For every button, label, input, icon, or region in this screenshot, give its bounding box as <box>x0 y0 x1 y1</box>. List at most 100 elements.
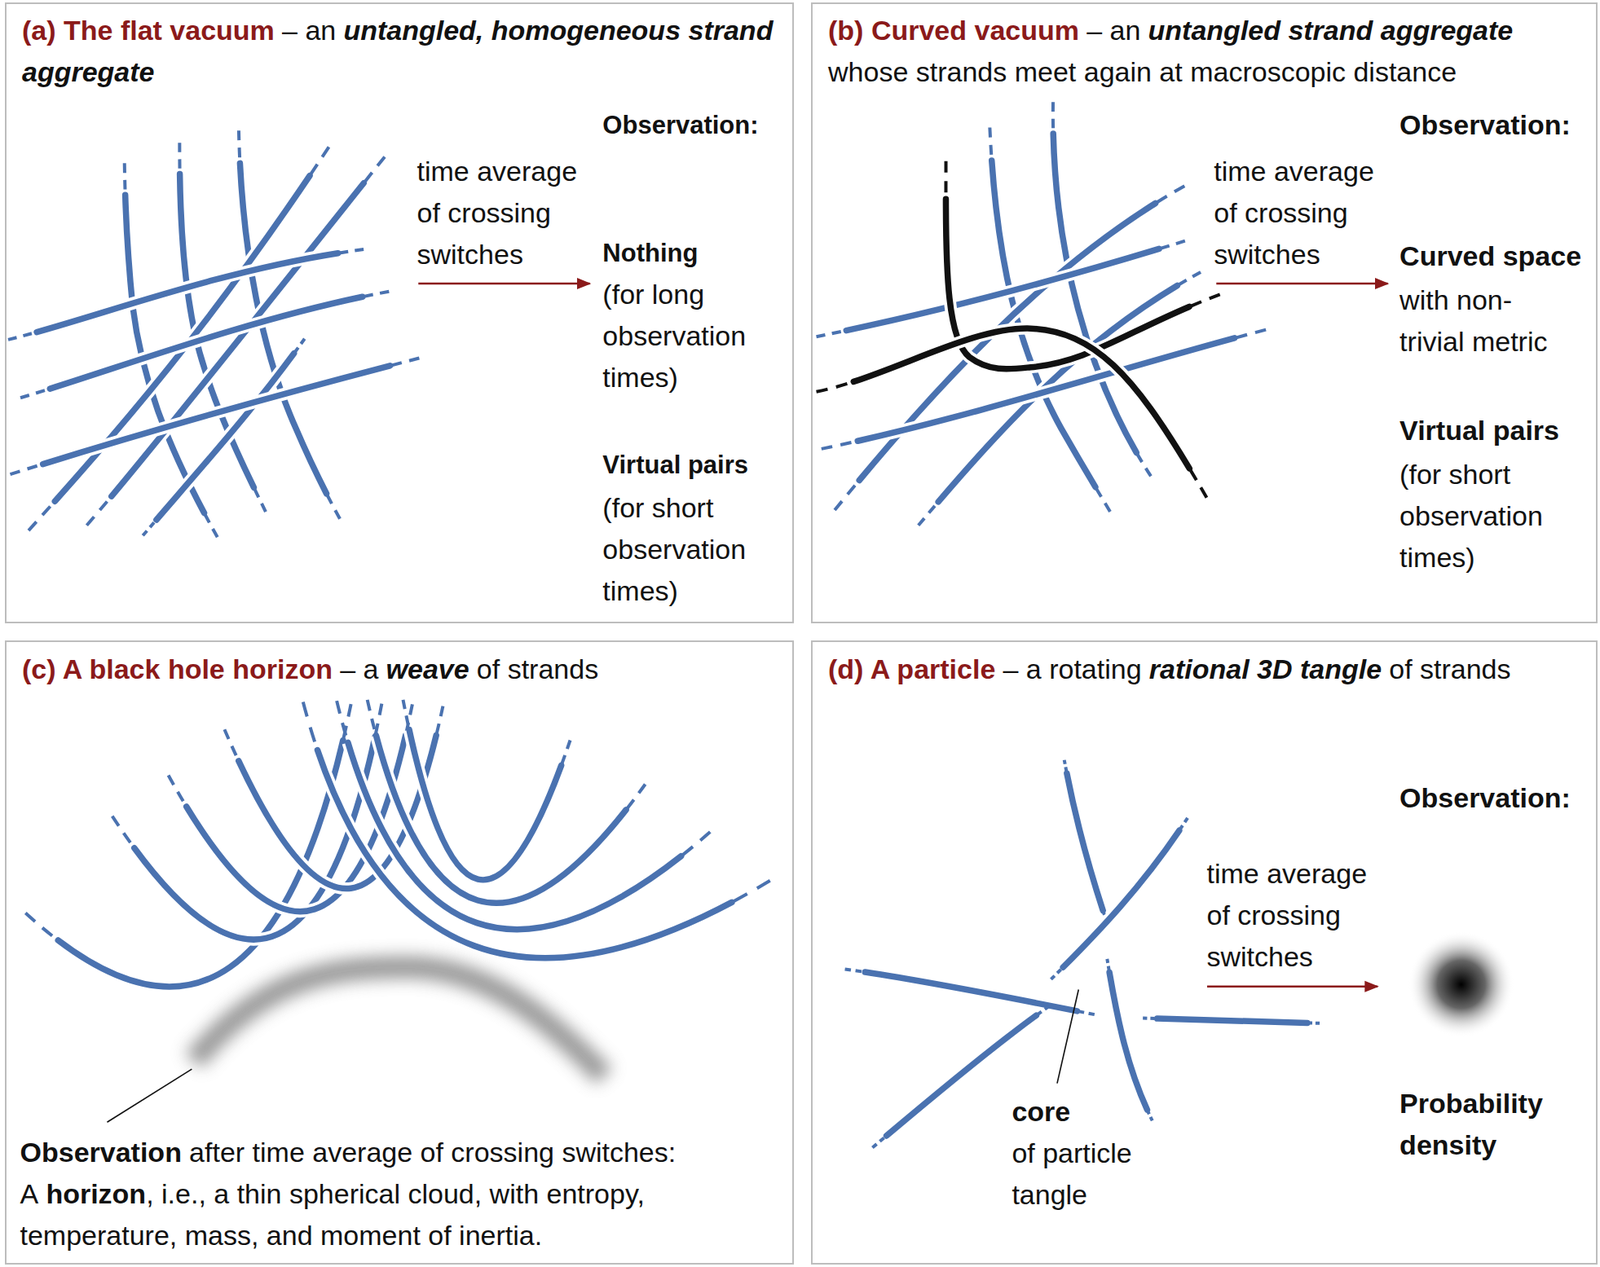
strand-gap <box>1064 760 1108 924</box>
text-group: time average of crossing switches <box>1213 150 1393 276</box>
text-group: (a) The flat vacuum– anuntangled, homoge… <box>22 9 785 93</box>
text-group: coreof particle tangle <box>1011 1091 1181 1217</box>
strand-end <box>1050 816 1189 980</box>
panel-text: (c) A black hole horizon <box>22 653 333 685</box>
panel-text: (d) A particle <box>828 653 996 685</box>
panel-text: time average of crossing switches <box>417 155 578 270</box>
panel-text: (for short observation times) <box>1399 458 1543 574</box>
panel-text: – an <box>1086 14 1141 46</box>
panel-text: time average of crossing switches <box>1213 155 1375 270</box>
strand-end <box>1142 1018 1322 1024</box>
strand <box>816 239 1190 337</box>
panel-text: Observation <box>20 1137 182 1169</box>
strand-gap <box>1106 959 1153 1123</box>
panel-text: of strands <box>1388 653 1511 685</box>
strand-end <box>86 153 388 526</box>
panel-text: – a <box>339 653 379 685</box>
panel-text: core <box>1011 1091 1181 1133</box>
strand-end <box>834 183 1189 511</box>
text-group: time average of crossing switches <box>1207 853 1386 979</box>
strand-end <box>10 357 424 475</box>
text-group: Observation: <box>1399 777 1594 820</box>
strand-end <box>8 248 368 340</box>
text-group: (d) A particle– a rotatingrational 3D ta… <box>828 648 1592 691</box>
strand-end <box>821 328 1271 450</box>
probability-density <box>1408 931 1515 1038</box>
strand-gap <box>845 969 1098 1015</box>
text-group: with non-trivial metric <box>1399 279 1575 363</box>
strand-end <box>142 336 306 536</box>
strand <box>1053 101 1154 480</box>
text-group: Observation: <box>602 104 792 146</box>
text-group: (c) A black hole horizon– aweaveof stran… <box>22 648 785 691</box>
strand-gap <box>1050 816 1189 980</box>
panel-text: untangled strand aggregate <box>1148 14 1514 46</box>
panel: (c) A black hole horizon– aweaveof stran… <box>4 640 794 1266</box>
strand <box>1106 959 1153 1123</box>
strand-end <box>403 700 573 881</box>
strand-gap <box>1053 101 1154 480</box>
text-group: Probability density <box>1399 1083 1578 1167</box>
strand-gap <box>1142 1018 1322 1024</box>
text-group: Virtual pairs <box>602 444 792 486</box>
panel-text: Nothing <box>602 238 698 268</box>
panel-text: (b) Curved vacuum <box>828 14 1080 46</box>
panel-text: Probability density <box>1399 1088 1543 1161</box>
panel-text: Virtual pairs <box>1399 414 1560 446</box>
text-group: Curved space <box>1399 235 1594 278</box>
strand <box>1142 1018 1322 1024</box>
panel-text: time average of crossing switches <box>1207 858 1368 973</box>
panel: (b) Curved vacuum– anuntangled strand ag… <box>811 2 1598 624</box>
panel-text: of particle tangle <box>1011 1132 1181 1217</box>
panel-text: (a) The flat vacuum <box>22 14 275 46</box>
panel-text: Curved space <box>1399 240 1582 272</box>
strand-end <box>845 969 1098 1015</box>
panel-text: with non-trivial metric <box>1399 284 1548 358</box>
strand <box>142 336 306 536</box>
strand <box>834 183 1189 511</box>
strand <box>1064 760 1108 924</box>
strand-gap <box>816 239 1190 337</box>
strand-end <box>28 142 332 531</box>
strand <box>10 357 424 475</box>
strand-gap <box>834 183 1189 511</box>
panel: (a) The flat vacuum– anuntangled, homoge… <box>4 2 794 624</box>
strand-gap <box>142 336 306 536</box>
strand-gap <box>25 699 353 988</box>
leader-line <box>1057 989 1079 1084</box>
strand-gap <box>403 700 573 881</box>
strand-gap <box>28 142 332 531</box>
text-group: (for long observation times) <box>602 273 786 399</box>
strand <box>28 142 332 531</box>
observation-arrow <box>1216 282 1388 286</box>
panel-text: (for long observation times) <box>602 278 746 393</box>
strand-end <box>367 700 648 904</box>
panel-text: of strands <box>476 653 599 685</box>
panel-text: whose strands meet again at macroscopic … <box>828 51 1592 93</box>
strand-gap <box>816 328 1210 503</box>
panel: (d) A particle– a rotatingrational 3D ta… <box>811 640 1598 1266</box>
horizon-cloud <box>193 967 604 1077</box>
text-group: (b) Curved vacuum– anuntangled strand ag… <box>828 9 1592 93</box>
strand-gap <box>86 153 388 526</box>
panel-text: (for short observation times) <box>602 492 746 607</box>
strand-gap <box>10 357 424 475</box>
panel-text: A <box>20 1178 40 1210</box>
strand-end <box>25 699 353 988</box>
strand-end <box>1053 101 1154 480</box>
text-group: (for short observation times) <box>1399 453 1589 579</box>
strand-end <box>1064 760 1108 924</box>
strand <box>403 700 573 881</box>
observation-arrow <box>418 282 590 286</box>
panel-text: Observation: <box>1399 109 1571 141</box>
strand <box>845 969 1098 1015</box>
panel-text: – an <box>282 14 336 46</box>
text-group: (for short observation times) <box>602 487 786 613</box>
strand-end <box>816 239 1190 337</box>
strand <box>367 700 648 904</box>
strand <box>821 328 1271 450</box>
panel-text: Virtual pairs <box>602 450 749 480</box>
strand-gap <box>821 328 1271 450</box>
strand <box>8 248 368 340</box>
